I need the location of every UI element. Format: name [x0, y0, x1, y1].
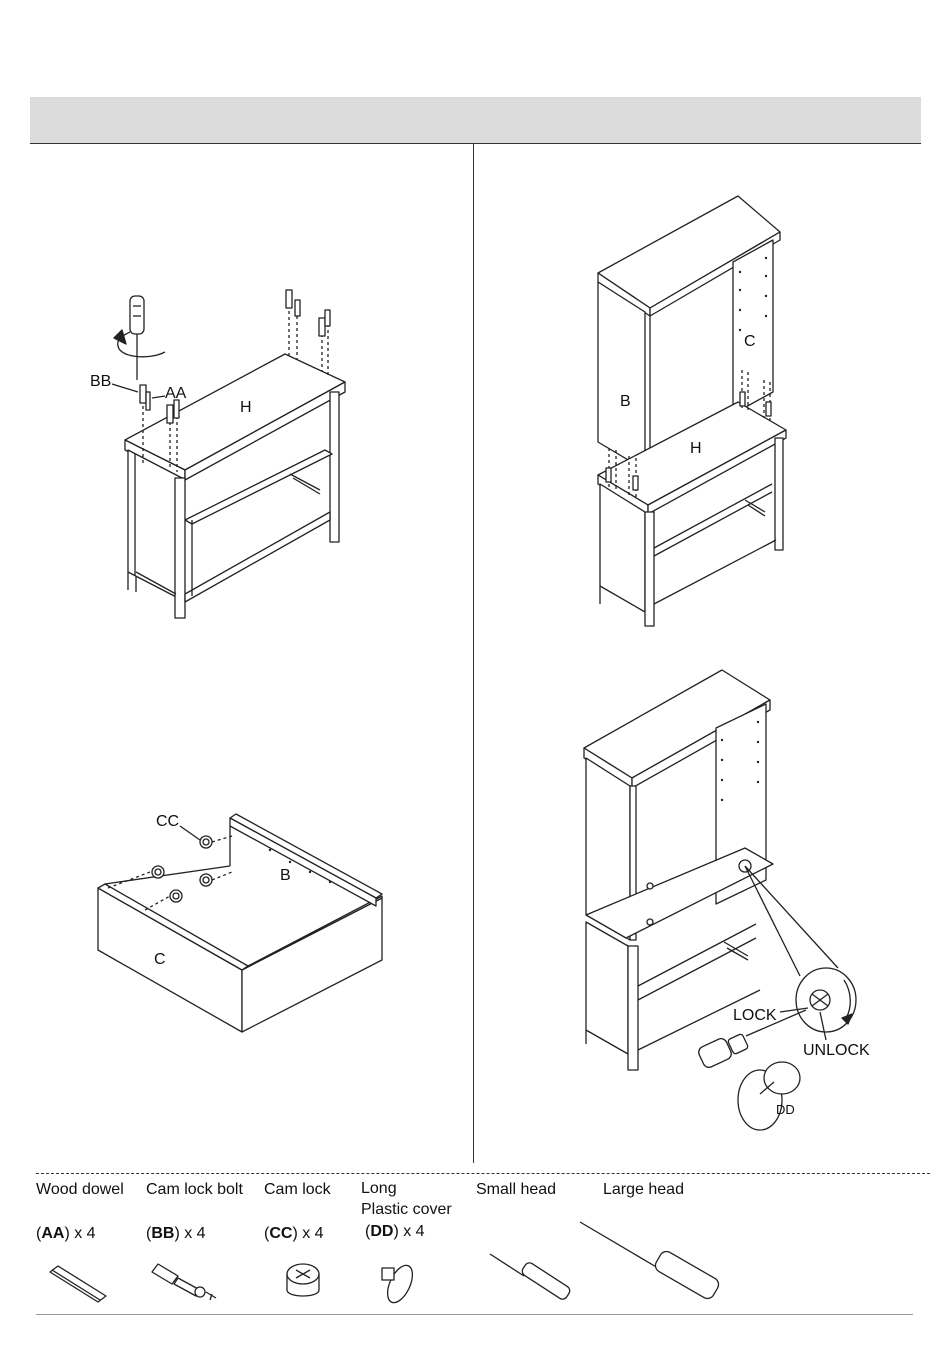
part-count-bb: x 4: [184, 1225, 205, 1242]
figure-full-assembly-lock: [584, 670, 856, 1130]
part-count-aa: x 4: [74, 1225, 95, 1242]
part-name-cam-lock-bolt: Cam lock bolt: [146, 1180, 243, 1200]
cam-lock-bolt-icon: [152, 1264, 216, 1300]
cam-lock-icon: [287, 1264, 319, 1296]
label-aa: AA: [165, 385, 187, 402]
label-c-hutch: C: [744, 333, 756, 350]
part-code-bb: BB: [151, 1225, 174, 1242]
tool-name-large-head: Large head: [603, 1180, 684, 1200]
tool-name-small-head: Small head: [476, 1180, 556, 1200]
part-name-cam-lock: Cam lock: [264, 1180, 331, 1200]
label-lock: LOCK: [733, 1007, 777, 1024]
part-qty-cam-lock-bolt: (BB) x 4: [146, 1224, 206, 1244]
part-code-aa: AA: [41, 1225, 64, 1242]
part-qty-cam-lock: (CC) x 4: [264, 1224, 324, 1244]
small-screwdriver-icon: [490, 1254, 572, 1301]
figure-hutch-on-base: [598, 196, 786, 626]
label-unlock: UNLOCK: [803, 1042, 870, 1059]
label-cc: CC: [156, 813, 179, 830]
label-bb: BB: [90, 373, 111, 390]
figure-drawer-cam-locks: [98, 814, 382, 1032]
label-h-base: H: [240, 399, 252, 416]
part-name-long: Long: [361, 1179, 397, 1199]
part-code-cc: CC: [269, 1225, 292, 1242]
label-c-drawer: C: [154, 951, 166, 968]
label-dd: DD: [776, 1102, 795, 1117]
part-code-dd: DD: [370, 1223, 393, 1240]
part-count-cc: x 4: [302, 1225, 323, 1242]
label-b-drawer: B: [280, 867, 291, 884]
label-h-hutch: H: [690, 440, 702, 457]
part-qty-wood-dowel: (AA) x 4: [36, 1224, 96, 1244]
part-qty-plastic-cover: (DD) x 4: [365, 1222, 425, 1242]
plastic-cover-icon: [382, 1262, 418, 1307]
part-name-plastic-cover: Plastic cover: [361, 1200, 452, 1220]
part-name-wood-dowel: Wood dowel: [36, 1180, 124, 1200]
label-b-hutch: B: [620, 393, 631, 410]
large-screwdriver-icon: [580, 1222, 721, 1301]
part-count-dd: x 4: [403, 1223, 424, 1240]
wood-dowel-icon: [50, 1266, 106, 1302]
figure-base-cabinet-hardware: [112, 290, 345, 618]
